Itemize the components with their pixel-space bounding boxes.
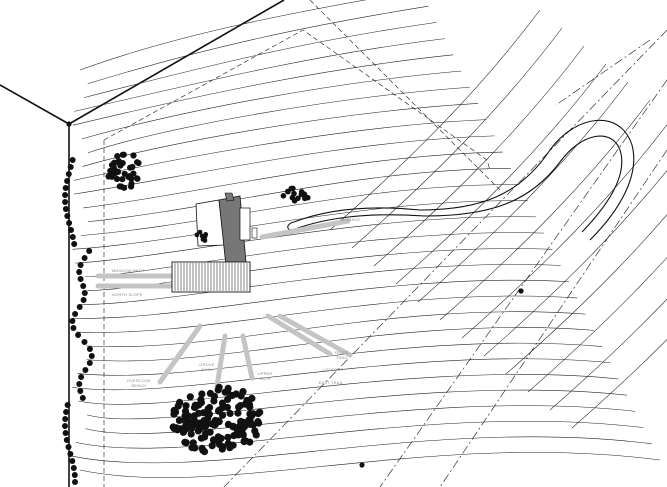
house <box>195 192 258 267</box>
tree-clusters <box>62 151 311 485</box>
contour-line <box>351 27 563 249</box>
contour-line <box>483 170 667 357</box>
contour-line <box>439 99 651 321</box>
label-north-slope: NORTH SLOPE <box>112 292 143 297</box>
contour-line <box>72 436 652 464</box>
contour-line <box>72 279 569 319</box>
contour-line <box>395 63 607 285</box>
paths <box>95 218 353 389</box>
contour-line <box>75 216 536 264</box>
setback-lines <box>103 0 501 487</box>
contour-line <box>72 200 528 250</box>
contour-line <box>571 339 667 429</box>
contour-line <box>74 38 445 112</box>
property-lines <box>0 0 285 487</box>
contour-line <box>86 311 586 347</box>
contour-line <box>87 86 470 154</box>
contour-line <box>72 54 454 126</box>
contour-line <box>84 232 545 278</box>
terrace-deck <box>171 261 251 293</box>
contour-line <box>83 151 503 209</box>
label-east-trail: EAST TRAIL <box>318 380 344 385</box>
contour-line <box>71 358 611 391</box>
contour-line <box>79 452 661 478</box>
label-upper-path: UPPER PATH <box>257 371 273 381</box>
label-lookout: LOOKOUT <box>322 367 344 372</box>
contour-line <box>417 81 629 303</box>
contour-line <box>505 214 667 375</box>
contour-line <box>77 342 603 376</box>
contour-line <box>78 374 619 405</box>
label-meadow: MEADOW PATH <box>112 268 144 273</box>
contour-line <box>86 389 627 420</box>
contour-line <box>85 405 636 434</box>
survey-point <box>359 462 365 468</box>
contour-line <box>373 45 585 267</box>
label-ridge: RIDGE TRAIL <box>335 350 349 360</box>
contour-line <box>75 420 644 449</box>
contour-line <box>329 9 541 231</box>
contour-line <box>79 0 367 71</box>
easement-lines <box>223 29 667 487</box>
contour-line <box>461 124 667 339</box>
contour-line <box>81 70 462 140</box>
contour-line <box>80 184 520 236</box>
label-grove-b: GROVE WALK <box>199 362 215 372</box>
contour-line <box>84 22 437 98</box>
survey-point <box>518 288 524 294</box>
label-grove-a: OVERLOOK BENCH <box>126 378 152 388</box>
contour-line <box>87 5 429 85</box>
contour-line <box>79 264 561 305</box>
contour-line <box>76 295 578 333</box>
contour-line <box>527 257 667 393</box>
label-terrace: TERRACE <box>339 217 361 222</box>
contour-line <box>549 298 667 411</box>
